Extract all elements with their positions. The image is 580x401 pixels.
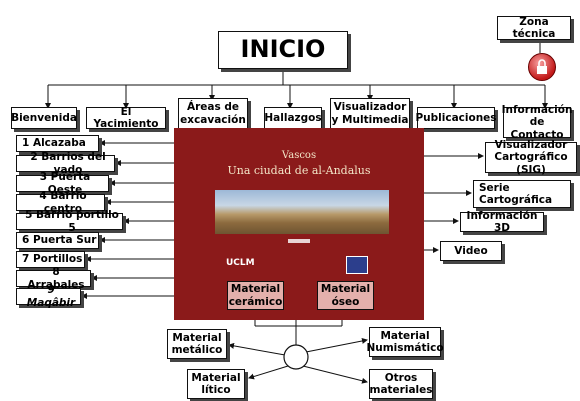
panel-title-1: Vascos [281, 150, 317, 161]
informacion-box[interactable]: Información de Contacto [501, 104, 573, 141]
uclm-logo: UCLM [226, 258, 255, 268]
otros-materiales-box[interactable]: Otros materiales [369, 369, 433, 399]
inicio-box[interactable]: INICIO [218, 31, 348, 69]
hallazgos-box[interactable]: Hallazgos [264, 107, 322, 129]
lock-icon[interactable] [528, 53, 556, 81]
bienvenida-box[interactable]: Bienvenida [11, 107, 77, 129]
publicaciones-box[interactable]: Publicaciones [415, 107, 497, 129]
informacion-3d-box[interactable]: Información 3D [460, 210, 544, 234]
landscape-image [215, 190, 389, 234]
material-metalico-box[interactable]: Material metálico [167, 329, 227, 359]
areas-box[interactable]: Áreas de excavación [178, 98, 248, 129]
area-item-2[interactable]: 2 Barrios del vado [16, 151, 115, 176]
material-litico-box[interactable]: Material lítico [187, 369, 245, 399]
material-ceramico-box[interactable]: Material cerámico [227, 281, 284, 310]
zona-tecnica-box[interactable]: Zona técnica [497, 16, 571, 40]
visualizador-box[interactable]: Visualizador y Multimedia [330, 98, 410, 129]
yacimiento-box[interactable]: El Yacimiento [86, 106, 166, 130]
area-item-6[interactable]: 6 Puerta Sur [16, 232, 99, 249]
video-box[interactable]: Video [440, 241, 502, 261]
visualizador-sig-box[interactable]: Visualizador Cartográfico (SIG) [485, 139, 577, 176]
area-item-1[interactable]: 1 Alcazaba [16, 135, 99, 152]
area-item-9[interactable]: 9 Maqâbir [16, 284, 81, 309]
slider-bar [288, 239, 310, 243]
panel-title-2: Una ciudad de al-Andalus [227, 164, 371, 177]
area-item-5[interactable]: 5 Barrio portillo 5 [16, 209, 123, 234]
serie-cartografica-box[interactable]: Serie Cartográfica [473, 180, 571, 208]
area-item-7[interactable]: 7 Portillos [16, 251, 85, 268]
material-oseo-box[interactable]: Material óseo [317, 281, 374, 310]
area-item-3[interactable]: 3 Puerta Oeste [16, 171, 109, 196]
jccm-logo [346, 256, 368, 274]
area-item-4[interactable]: 4 Barrio centro [16, 190, 105, 215]
material-numismatico-box[interactable]: Material Numismático [366, 327, 444, 357]
vascos-panel: Vascos Una ciudad de al-Andalus UCLM [174, 128, 424, 320]
